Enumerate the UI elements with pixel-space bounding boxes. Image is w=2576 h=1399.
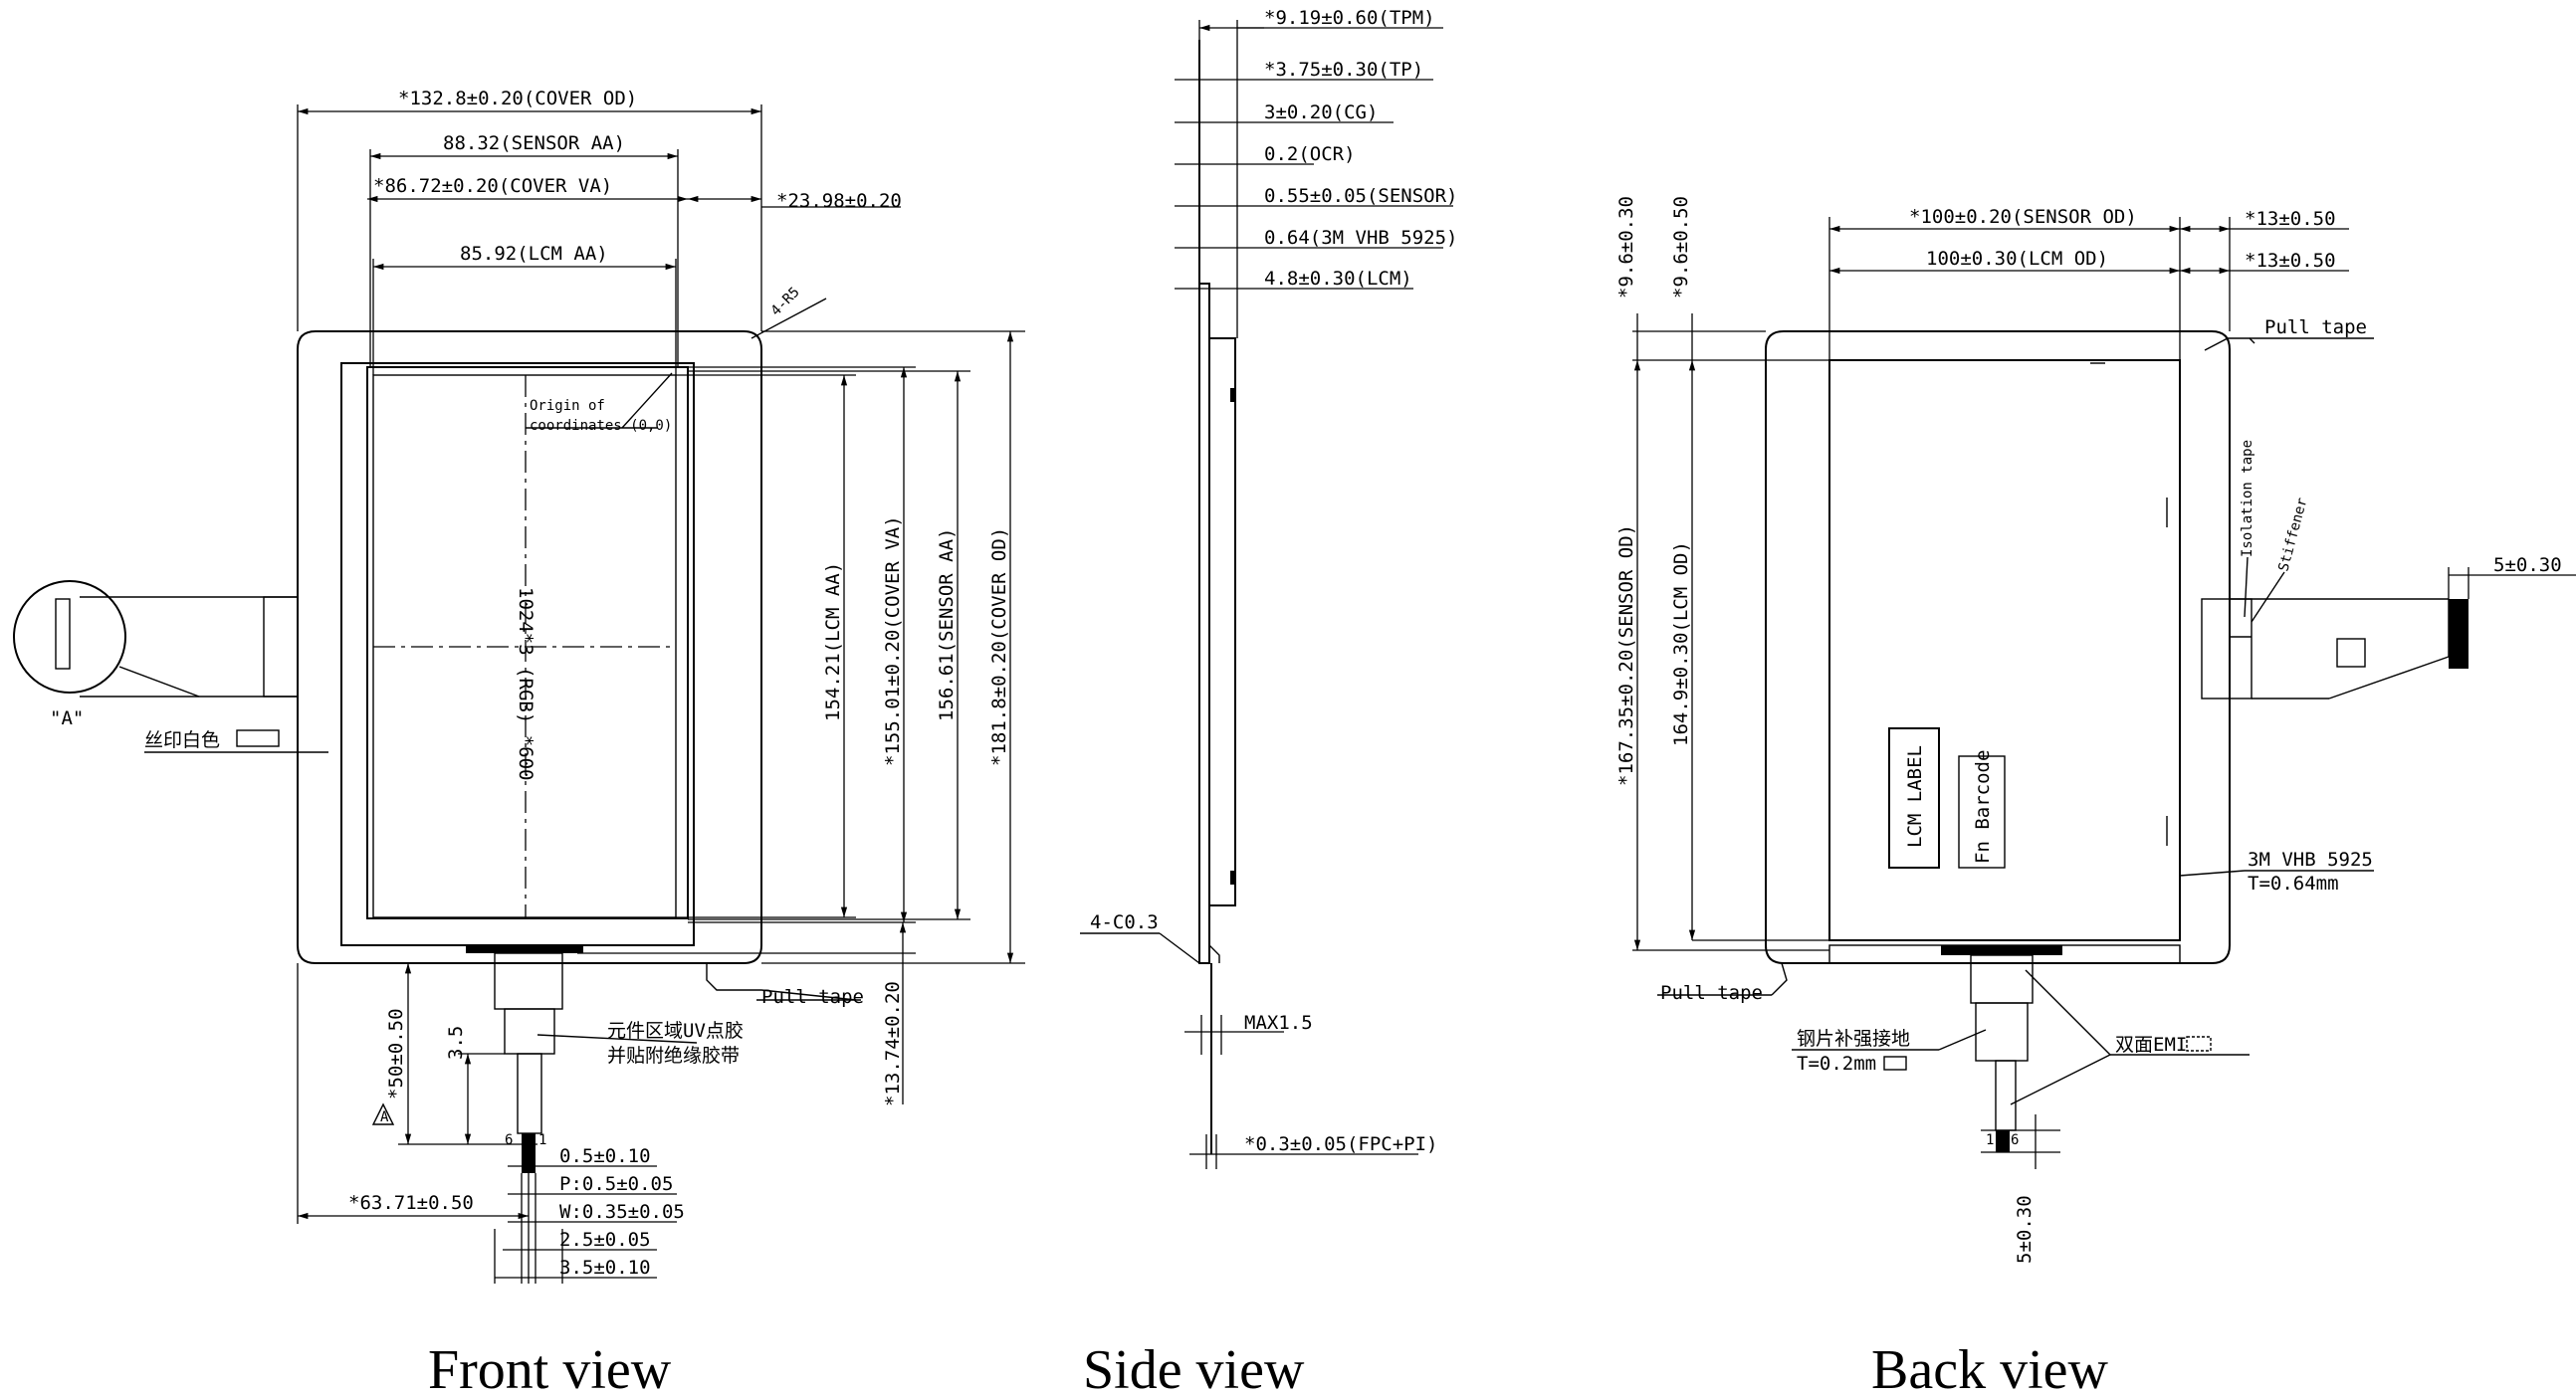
back-sensor-od-width: *100±0.20(SENSOR OD) — [1909, 206, 2137, 228]
cover-va-height: *155.01±0.20(COVER VA) — [882, 515, 904, 766]
side-sensor: 0.55±0.05(SENSOR) — [1264, 185, 1457, 207]
side-lcm: 4.8±0.30(LCM) — [1264, 268, 1412, 290]
lcm-label-text: LCM LABEL — [1904, 745, 1926, 848]
origin-label-1: Origin of — [530, 398, 605, 414]
pin-25: 2.5±0.05 — [559, 1229, 651, 1251]
uv-glue-2: 并贴附绝缘胶带 — [607, 1045, 740, 1067]
fpc-offset: *13.74±0.20 — [882, 981, 904, 1106]
back-vhb-1: 3M VHB 5925 — [2248, 849, 2373, 871]
offset-right: *23.98±0.20 — [776, 190, 902, 212]
side-tp: *3.75±0.30(TP) — [1264, 59, 1423, 81]
front-fpc-pins — [522, 1133, 536, 1173]
back-bottom-5: 5±0.30 — [2014, 1195, 2036, 1264]
front-fpc-tail — [517, 1053, 542, 1134]
back-lcm-od-height: 164.9±0.30(LCM OD) — [1670, 541, 1692, 746]
back-right-13a: *13±0.50 — [2245, 208, 2336, 230]
back-side-fpc-pins — [2449, 599, 2469, 669]
front-pull-tape: Pull tape — [761, 986, 864, 1008]
lcm-aa-height: 154.21(LCM AA) — [822, 562, 844, 721]
cover-va-width: *86.72±0.20(COVER VA) — [373, 175, 612, 197]
back-vhb-2: T=0.64mm — [2248, 873, 2339, 895]
side-chamfer: 4-C0.3 — [1090, 911, 1159, 933]
front-view-title: Front view — [428, 1339, 672, 1399]
back-sensor-od-height: *167.35±0.20(SENSOR OD) — [1615, 524, 1637, 786]
back-view: LCM LABEL Fn Barcode Isolation tape Stif… — [1615, 196, 2576, 1264]
silk-print-swatch — [236, 729, 280, 747]
lcm-label-box — [1888, 727, 1940, 869]
side-cover-glass — [1198, 283, 1210, 964]
detail-a-label: "A" — [50, 707, 84, 729]
front-view: Origin of coordinates (0,0) 1024*3 (RGB)… — [13, 88, 1025, 1284]
back-pin-first: 1 — [1986, 1132, 1994, 1148]
back-fpc-5: 5±0.30 — [2493, 554, 2562, 576]
back-cover-od — [1765, 330, 2231, 964]
stiffener-label: Stiffener — [2275, 497, 2310, 573]
pin-05: 0.5±0.10 — [559, 1145, 651, 1167]
back-lcm-od-width: 100±0.30(LCM OD) — [1926, 248, 2108, 270]
warning-triangle — [371, 1102, 395, 1125]
back-pin-last: 6 — [2011, 1132, 2019, 1148]
side-lcm — [1208, 337, 1236, 906]
back-right-13b: *13±0.50 — [2245, 250, 2336, 272]
front-stiffener — [504, 1008, 555, 1055]
cover-od-width: *132.8±0.20(COVER OD) — [398, 88, 637, 109]
sensor-aa-height: 156.61(SENSOR AA) — [936, 528, 958, 721]
uv-glue-1: 元件区域UV点胶 — [607, 1020, 744, 1042]
back-emi: 双面EMI — [2115, 1034, 2187, 1056]
isolation-tape: Isolation tape — [2240, 440, 2255, 557]
pin-last-label: 1 — [538, 1132, 546, 1148]
back-top-96a: *9.6±0.30 — [1615, 196, 1637, 299]
side-view-title: Side view — [1083, 1339, 1305, 1399]
fn-barcode-text: Fn Barcode — [1972, 750, 1994, 864]
back-top-96b: *9.6±0.50 — [1670, 196, 1692, 299]
warning-mark: A — [380, 1109, 389, 1125]
cover-od-height: *181.8±0.20(COVER OD) — [988, 527, 1010, 766]
pin-first-label: 6 — [505, 1132, 513, 1148]
back-fpc-pins — [1996, 1130, 2010, 1152]
pin-width: W:0.35±0.05 — [559, 1201, 685, 1223]
back-side-fpc — [2201, 598, 2253, 700]
back-fpc-tail — [1995, 1060, 2017, 1131]
back-view-title: Back view — [1871, 1339, 2108, 1399]
side-max: MAX1.5 — [1244, 1012, 1313, 1034]
back-pull-tape-top: Pull tape — [2264, 316, 2367, 338]
fpc-x-offset: *63.71±0.50 — [348, 1192, 474, 1214]
pin-35: 3.5±0.10 — [559, 1257, 651, 1279]
front-fpc-top-tab — [466, 945, 583, 953]
back-fpc-tab — [1941, 945, 2062, 955]
detail-a-circle — [13, 580, 126, 694]
pin-pitch: P:0.5±0.05 — [559, 1173, 673, 1195]
back-steel-plate — [1975, 1002, 2029, 1062]
side-tpm: *9.19±0.60(TPM) — [1264, 7, 1435, 29]
back-steel-1: 钢片补强接地 — [1797, 1028, 1910, 1050]
silk-print-label: 丝印白色 — [144, 729, 220, 751]
side-vhb: 0.64(3M VHB 5925) — [1264, 227, 1457, 249]
fpc-length: *50±0.50 — [385, 1008, 407, 1099]
resolution-label: 1024*3 (RGB) *600 — [515, 587, 537, 780]
back-lcm-od — [1828, 359, 2181, 941]
sensor-aa-width: 88.32(SENSOR AA) — [443, 132, 625, 154]
back-pull-tape-bottom: Pull tape — [1660, 982, 1763, 1004]
side-cg: 3±0.20(CG) — [1264, 101, 1378, 123]
side-ocr: 0.2(OCR) — [1264, 143, 1356, 165]
side-fpc-pi: *0.3±0.05(FPC+PI) — [1244, 1133, 1437, 1155]
fn-barcode-box — [1958, 755, 2006, 869]
lcm-aa-width: 85.92(LCM AA) — [460, 243, 608, 265]
stiffener-len: 3.5 — [445, 1026, 467, 1060]
front-cover-va — [366, 366, 689, 919]
origin-label-2: coordinates (0,0) — [530, 418, 672, 434]
side-view: *9.19±0.60(TPM) *3.75±0.30(TP) 3±0.20(CG… — [1080, 7, 1457, 1169]
front-side-fpc — [263, 596, 299, 698]
front-fpc-body — [494, 952, 563, 1010]
back-steel-2: T=0.2mm — [1797, 1053, 1876, 1075]
